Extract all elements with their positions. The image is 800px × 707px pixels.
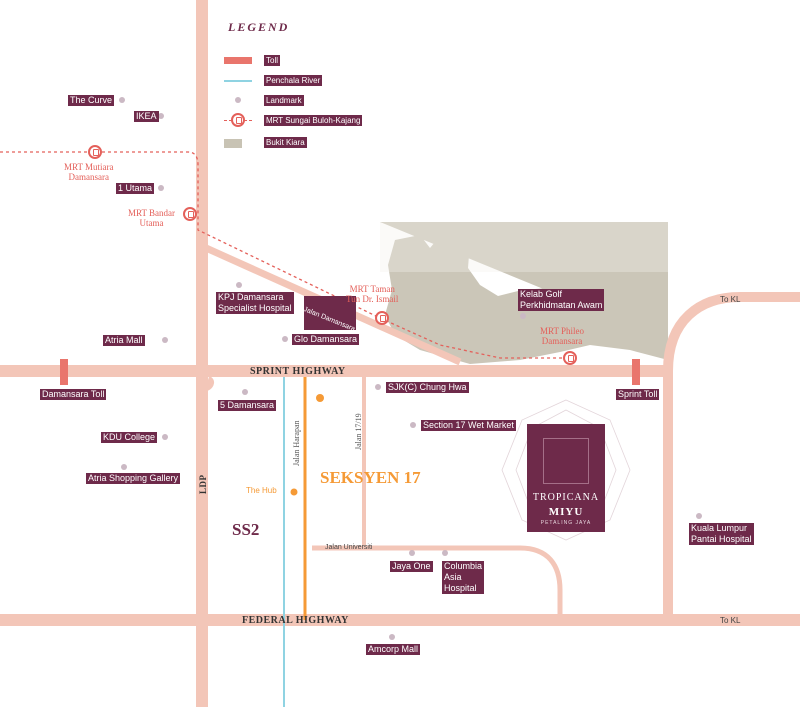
- mrt-phileo-label: MRT Phileo Damansara: [540, 326, 585, 346]
- damansara-toll-marker: [60, 359, 68, 385]
- mrt-taman-tun-label: MRT Taman Tun Dr. Ismail: [346, 284, 399, 304]
- landmark-dot-icon: [119, 97, 125, 103]
- sprint-highway-label: SPRINT HIGHWAY: [250, 366, 346, 377]
- landmark-glo: Glo Damansara: [292, 334, 360, 345]
- landmark-dot-icon: [520, 313, 526, 319]
- legend-landmark-label: Landmark: [264, 95, 304, 106]
- mrt-taman-tun-icon: [375, 311, 389, 325]
- ldp-label: LDP: [198, 474, 208, 495]
- jalan-universiti-road: [312, 545, 563, 620]
- landmark-dot-icon: [442, 550, 448, 556]
- landmark-the-curve: The Curve: [68, 95, 115, 106]
- landmark-dot-icon: [410, 422, 416, 428]
- landmark-atria-gallery: Atria Shopping Gallery: [86, 473, 181, 484]
- toll-swatch: [224, 57, 252, 64]
- landmark-kpj: KPJ Damansara Specialist Hospital: [216, 292, 294, 314]
- legend-forest-label: Bukit Kiara: [264, 137, 307, 148]
- landmark-sjkc: SJK(C) Chung Hwa: [386, 382, 469, 393]
- landmark-dot-icon: [375, 384, 381, 390]
- legend-river-label: Penchala River: [264, 75, 323, 86]
- mrt-mutiara-icon: [88, 145, 102, 159]
- landmark-kdu: KDU College: [101, 432, 158, 443]
- landmark-atria-mall: Atria Mall: [103, 335, 145, 346]
- jalan-1719-label: Jalan 17/19: [354, 413, 363, 450]
- mrt-icon: [231, 113, 245, 127]
- landmark-one-utama: 1 Utama: [116, 183, 155, 194]
- landmark-sprint-toll: Sprint Toll: [616, 389, 660, 400]
- jalan-damansara-box: [304, 296, 356, 330]
- landmark-dot-icon: [158, 185, 164, 191]
- landmark-amcorp: Amcorp Mall: [366, 644, 421, 655]
- landmark-dot-icon: [236, 282, 242, 288]
- landmark-dot-icon: [162, 434, 168, 440]
- landmark-wet-market: Section 17 Wet Market: [421, 420, 516, 431]
- mrt-bandar-utama-label: MRT Bandar Utama: [128, 208, 176, 228]
- mrt-line: [0, 151, 570, 359]
- sprint-toll-marker: [632, 359, 640, 385]
- mrt-bandar-utama-icon: [183, 207, 197, 221]
- forest-swatch: [224, 139, 242, 148]
- landmark-dot-icon: [409, 550, 415, 556]
- ss2-label: SS2: [232, 520, 260, 539]
- mrt-mutiara-label: MRT Mutiara Damansara: [64, 162, 114, 182]
- jalan-universiti-label: Jalan Universiti: [325, 544, 373, 551]
- project-name: MIYU: [548, 506, 584, 518]
- river-swatch: [224, 80, 252, 82]
- legend-title: LEGEND: [228, 20, 290, 34]
- landmark-jaya-one: Jaya One: [390, 561, 433, 572]
- landmark-ikea: IKEA: [134, 111, 159, 122]
- landmark-dot-icon: [242, 389, 248, 395]
- landmark-damansara-toll: Damansara Toll: [40, 389, 107, 400]
- landmark-dot-icon: [282, 336, 288, 342]
- ldp-intersection-curve: [198, 376, 214, 392]
- legend-mrt-label: MRT Sungai Buloh-Kajang: [264, 115, 363, 126]
- landmark-kelab-golf: Kelab Golf Perkhidmatan Awam: [518, 289, 605, 311]
- seksyen17-label: SEKSYEN 17: [320, 468, 421, 487]
- landmark-dot-icon: [696, 513, 702, 519]
- jalan-harapan-label: Jalan Harapan: [292, 420, 301, 466]
- project-logo-frame: [543, 438, 589, 484]
- landmark-dot-icon: [162, 337, 168, 343]
- tropicana-miyu-marker: TROPICANA MIYU PETALING JAYA: [527, 424, 605, 532]
- landmark-columbia: Columbia Asia Hospital: [442, 561, 485, 594]
- landmark-dot-icon: [389, 634, 395, 640]
- kl-curve-road: [663, 292, 800, 620]
- landmark-kl-pantai: Kuala Lumpur Pantai Hospital: [689, 523, 754, 545]
- landmark-dot-icon: [235, 97, 241, 103]
- landmark-dot-icon: [121, 464, 127, 470]
- project-brand: TROPICANA: [532, 492, 600, 503]
- to-kl-bottom-label: To KL: [720, 616, 741, 625]
- legend-toll-label: Toll: [264, 55, 281, 66]
- landmark-5-damansara: 5 Damansara: [218, 400, 277, 411]
- federal-highway-label: FEDERAL HIGHWAY: [242, 615, 349, 626]
- to-kl-top-label: To KL: [720, 295, 741, 304]
- mrt-phileo-icon: [563, 351, 577, 365]
- project-sub: PETALING JAYA: [540, 520, 592, 526]
- landmark-the-hub: The Hub: [246, 486, 277, 495]
- landmark-dot-icon: [158, 113, 164, 119]
